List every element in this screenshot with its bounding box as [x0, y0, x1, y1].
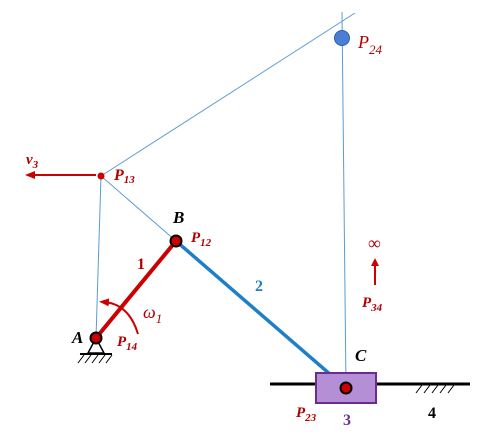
label-link-2: 2	[255, 278, 263, 295]
label-C: C	[355, 346, 367, 365]
label-omega1: ω1	[143, 302, 162, 326]
construction-line-P13-B	[100, 175, 177, 242]
construction-line-P13-A	[95, 175, 102, 339]
label-link-1: 1	[137, 256, 145, 273]
construction-line-P13-P24	[100, 12, 356, 177]
label-link-3: 3	[343, 412, 351, 429]
ground-support-A	[77, 336, 113, 364]
joint-A	[89, 331, 103, 345]
label-P13: P13	[113, 167, 135, 186]
joint-C	[339, 381, 353, 395]
label-P14: P14	[117, 334, 138, 353]
label-B: B	[172, 208, 184, 227]
label-P12: P12	[191, 230, 212, 249]
label-infinity: ∞	[368, 233, 381, 253]
label-link-4: 4	[428, 405, 436, 422]
construction-line-P24-C	[341, 11, 347, 389]
omega-arc-arrow	[99, 298, 139, 335]
link-2	[174, 239, 348, 390]
link-1	[94, 239, 178, 340]
label-v3: v3	[26, 152, 39, 171]
label-P24: P24	[357, 32, 383, 57]
pole-P24	[334, 30, 350, 46]
ground-hatch-4	[415, 384, 455, 394]
joint-B	[169, 234, 183, 248]
label-P23: P23	[296, 405, 317, 424]
label-P34: P34	[362, 295, 383, 314]
label-A: A	[71, 328, 83, 347]
pole-P13	[97, 172, 105, 180]
